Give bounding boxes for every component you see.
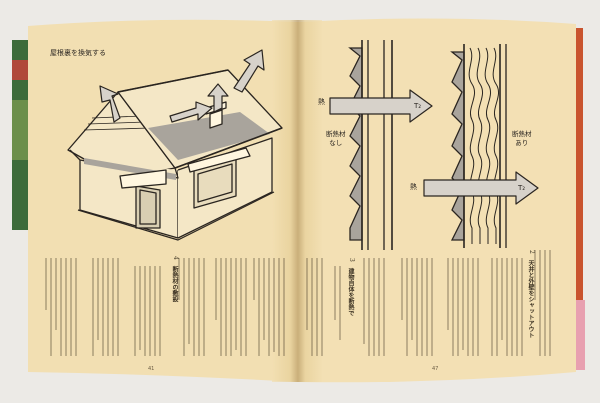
label-with-insulation: 断熱材 あり (512, 130, 532, 147)
section-4-title: 断熱材の敷設 (171, 266, 178, 302)
page-edge-pink (575, 300, 585, 370)
svg-text:T₂: T₂ (413, 102, 421, 110)
heat-label-1: 熱 (318, 98, 325, 106)
section-3-number: 3 (348, 258, 355, 262)
heat-arrows (329, 89, 539, 205)
section-3-title: 建物自体を断熱で (347, 268, 354, 316)
left-page-text-columns (45, 258, 285, 356)
wall-section-without-insulation (348, 40, 393, 250)
illustration-caption: 屋根裏を換気する (50, 49, 106, 57)
house-illustration (67, 69, 283, 241)
section-2-title: 天井と外壁をシャットアウト (527, 260, 534, 338)
heat-label-2: 熱 (410, 183, 417, 191)
heat-arrow-2 (423, 171, 539, 205)
section-4-number: 4 (172, 256, 179, 260)
left-page-number: 41 (148, 366, 155, 372)
right-page-number: 47 (432, 366, 439, 372)
svg-text:T₂: T₂ (517, 184, 525, 192)
right-page-text-columns (306, 250, 551, 356)
page-edge-strip (573, 28, 583, 368)
ventilation-arrows (99, 49, 265, 123)
section-2-number: 2 (528, 250, 535, 254)
heat-arrow-1 (329, 89, 433, 123)
label-without-insulation: 断熱材 なし (326, 130, 346, 147)
